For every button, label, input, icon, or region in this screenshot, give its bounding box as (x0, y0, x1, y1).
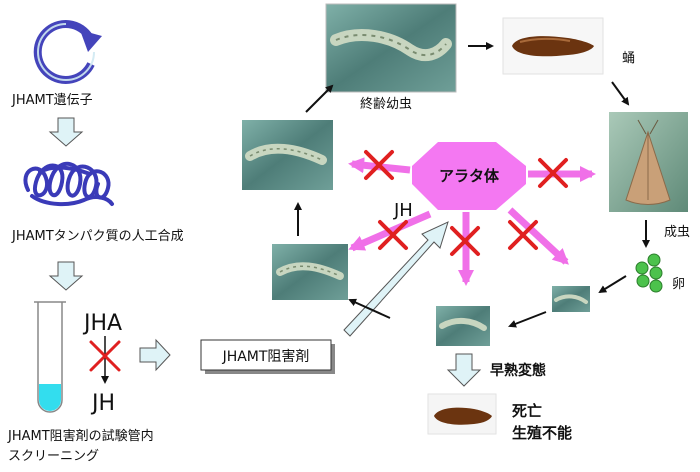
protein-synthesis-label: JHAMTタンパク質の人工合成 (11, 229, 184, 244)
test-tube-icon (34, 301, 66, 413)
egg-label: 卵 (672, 277, 685, 292)
dead-pupa-photo (427, 393, 497, 435)
young-larva-photo-2 (436, 306, 490, 346)
small-to-mid-larva-arrow (508, 311, 547, 328)
young-larva-photo-1 (552, 286, 590, 312)
death-label: 死亡 (512, 402, 542, 420)
cross-icon-5 (508, 220, 538, 250)
mid-larva-to-left-larva-arrow (348, 298, 391, 319)
last-instar-label: 終齢幼虫 (360, 96, 412, 112)
cross-icons (364, 150, 568, 256)
jh-product-label: JH (90, 391, 115, 416)
right-block-arrow (139, 338, 171, 372)
screening-label-line1: JHAMT阻害剤の試験管内 (7, 428, 154, 444)
cross-icon-2 (538, 158, 568, 188)
hormone-arrow-to-young-larva (507, 207, 569, 265)
jha-label: JHA (82, 311, 122, 336)
upper-left-to-last-instar-arrow (305, 84, 334, 113)
corpora-allata-octagon: アラタ体 (412, 142, 526, 210)
precocious-metamorphosis-label: 早熟変態 (490, 362, 546, 379)
sterility-label: 生殖不能 (512, 424, 572, 442)
inhibitor-label: JHAMT阻害剤 (222, 349, 310, 365)
pupa-label: 蛹 (622, 51, 635, 66)
pupa-to-adult-arrow (611, 81, 630, 106)
down-block-arrow-3 (446, 353, 482, 387)
screening-label-line2: スクリーニング (8, 449, 99, 464)
reaction-cross-icon (89, 340, 121, 372)
larva-photo-lower-left (272, 244, 348, 300)
adult-label: 成虫 (664, 225, 690, 240)
protein-scribble-icon (23, 161, 114, 207)
gene-label: JHAMT遺伝子 (11, 93, 93, 108)
gene-circle-icon (33, 20, 102, 84)
inhibitor-box: JHAMT阻害剤 (200, 339, 335, 374)
inhibitor-to-ca-arrow (343, 221, 449, 337)
pupa-photo (502, 17, 604, 75)
last-instar-larva-photo (325, 3, 457, 93)
jh-label: JH (393, 200, 413, 221)
cross-icon-4 (450, 226, 480, 256)
cross-icon-3 (378, 220, 408, 250)
larva-photo-upper-left (242, 120, 333, 190)
down-block-arrow-2 (48, 261, 84, 291)
corpora-allata-label: アラタ体 (439, 167, 500, 185)
egg-to-small-larva-arrow (598, 275, 627, 294)
adult-moth-photo (609, 112, 688, 212)
eggs-icon (635, 253, 663, 293)
down-block-arrow-1 (48, 117, 84, 147)
cross-icon-1 (364, 150, 394, 180)
